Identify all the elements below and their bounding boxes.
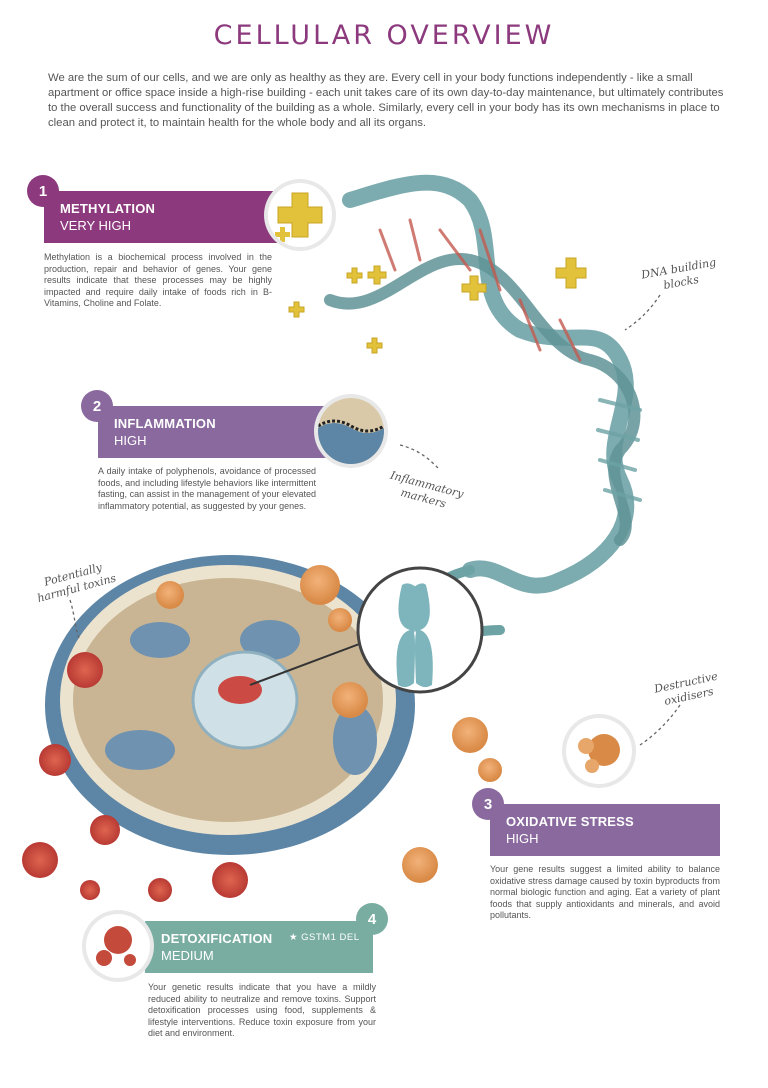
oxidiser-icon (566, 718, 632, 784)
toxin-particles (22, 565, 502, 902)
detoxification-description: Your genetic results indicate that you h… (148, 982, 376, 1039)
cell-body (45, 555, 415, 855)
methylation-heading: METHYLATION (60, 201, 156, 216)
badge-2: 2 (81, 390, 113, 422)
dna-helix (324, 174, 642, 638)
membrane-icon (318, 398, 384, 464)
methylation-level: VERY HIGH (60, 218, 132, 233)
oxidative-stress-level: HIGH (506, 831, 539, 846)
oxidative-stress-band: OXIDATIVE STRESS HIGH (490, 804, 720, 856)
inflammation-heading: INFLAMMATION (114, 416, 216, 431)
methylation-description: Methylation is a biochemical process inv… (44, 252, 272, 309)
detoxification-band: DETOXIFICATION MEDIUM (145, 921, 373, 973)
methylation-band: METHYLATION VERY HIGH (44, 191, 296, 243)
badge-3: 3 (472, 788, 504, 820)
intro-paragraph: We are the sum of our cells, and we are … (48, 72, 724, 129)
inflammation-description: A daily intake of polyphenols, avoidance… (98, 466, 316, 511)
chromosome (396, 583, 433, 688)
plus-cross-group (288, 257, 587, 354)
detoxification-level: MEDIUM (161, 948, 214, 963)
inflammation-level: HIGH (114, 433, 147, 448)
plus-cross-icon (268, 183, 332, 247)
toxin-icon (86, 914, 150, 978)
inflammation-band: INFLAMMATION HIGH (98, 406, 330, 458)
badge-1: 1 (27, 175, 59, 207)
badge-4: 4 (356, 903, 388, 935)
oxidative-stress-heading: OXIDATIVE STRESS (506, 814, 634, 829)
oxidative-stress-description: Your gene results suggest a limited abil… (490, 864, 720, 921)
gene-tag: ★ GSTM1 DEL (289, 932, 360, 943)
page-title: CELLULAR OVERVIEW (213, 20, 555, 51)
detoxification-heading: DETOXIFICATION (161, 931, 273, 946)
